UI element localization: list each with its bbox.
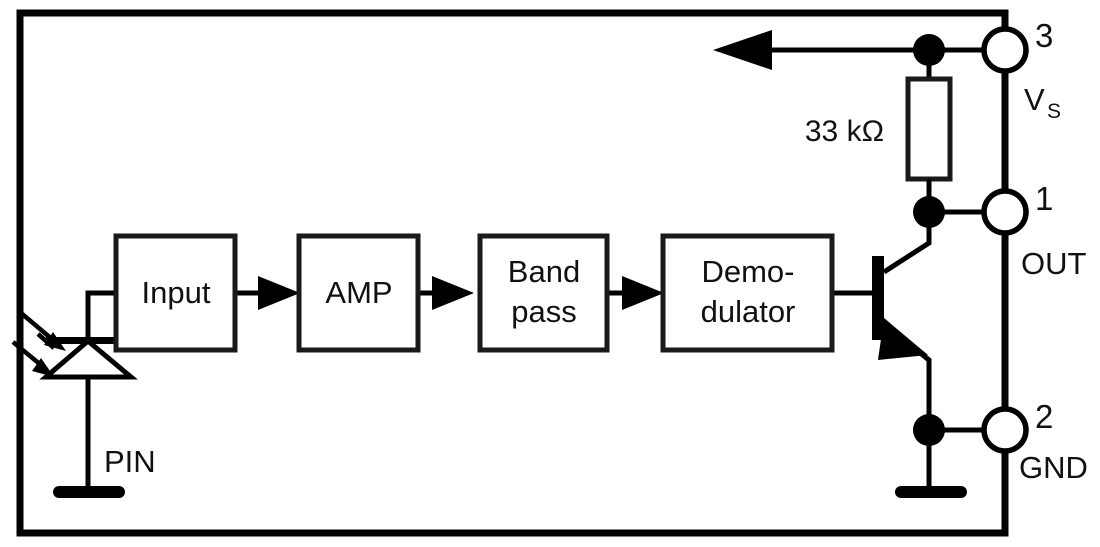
flow-arrow-icon-2 [432,276,474,310]
pin-name-vs: V S [1024,82,1061,123]
photodiode-triangle-icon [39,337,138,380]
pin-name-out: OUT [1021,246,1087,281]
block-amp-label: AMP [325,275,392,310]
pin-name-vs-main: V [1024,82,1045,117]
transistor-emitter-arrow-icon [878,318,928,360]
pin-terminal-1[interactable] [981,188,1029,236]
block-input-label: Input [142,275,211,310]
transistor-base-bar-icon [872,256,884,340]
block-bandpass-label-line1: Band [508,254,580,289]
block-demodulator-label-line1: Demo- [701,254,794,289]
block-bandpass[interactable] [477,233,610,353]
pin-number-3: 3 [1035,17,1053,54]
junction-dot-gnd [913,414,945,446]
block-demodulator[interactable] [660,233,835,353]
pin-terminal-2[interactable] [981,406,1029,454]
module-outline [16,9,1009,537]
block-amp[interactable] [296,233,421,353]
ground-symbol-left [53,486,125,498]
pin-name-gnd: GND [1019,450,1088,485]
block-input[interactable] [113,233,238,353]
flow-arrow-icon-3 [622,276,664,310]
junction-dot-out [913,196,945,228]
junction-dot-vs [913,34,945,66]
resistor-value-label: 33 kΩ [805,115,884,148]
light-arrows-icon [11,311,66,377]
block-demodulator-label-line2: dulator [701,294,796,329]
pin-name-vs-subscript: S [1047,100,1061,123]
supply-arrow-icon [713,30,772,70]
pin-number-1: 1 [1035,180,1053,217]
wire-photodiode-to-input [85,290,116,340]
resistor-body[interactable] [905,76,953,182]
ground-symbol-right [895,486,967,498]
flow-arrow-icon-1 [258,276,300,310]
pin-terminal-3[interactable] [981,26,1029,74]
pin-number-2: 2 [1035,398,1053,435]
photodiode-label: PIN [104,444,156,479]
block-bandpass-label-line2: pass [511,294,576,329]
